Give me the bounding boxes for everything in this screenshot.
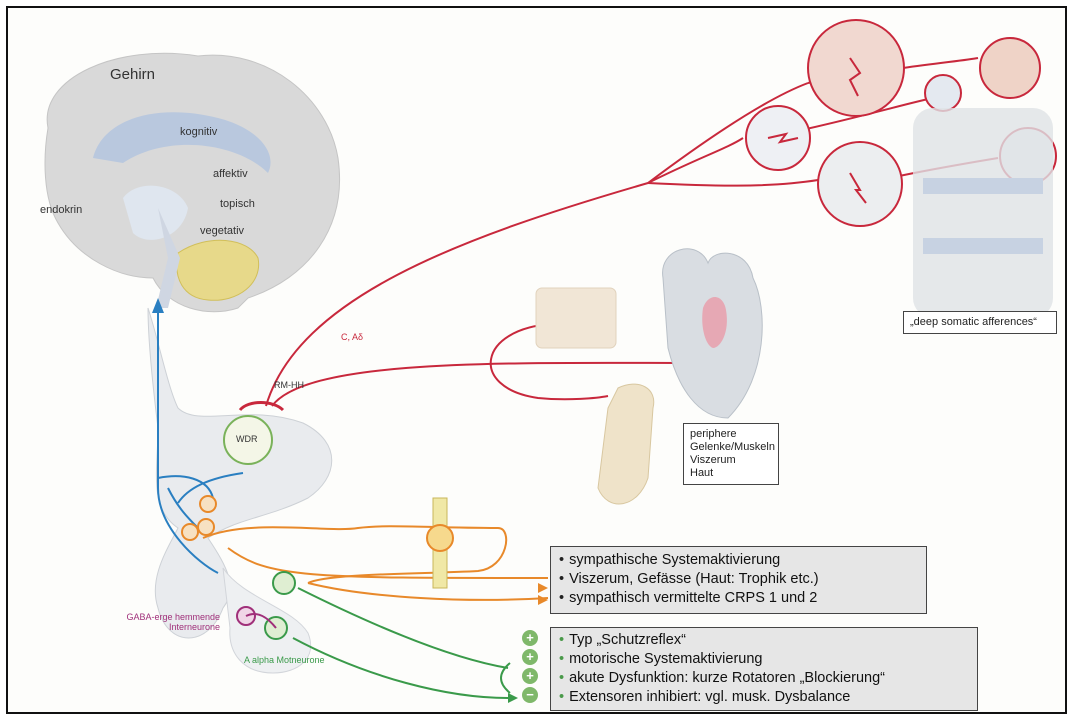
sympathetic-item: •Viszerum, Gefässe (Haut: Trophik etc.) bbox=[559, 570, 918, 589]
sympathetic-item: •sympathische Systemaktivierung bbox=[559, 551, 918, 570]
motor-box: •Typ „Schutzreflex“ •motorische Systemak… bbox=[550, 627, 978, 711]
plus-icon: + bbox=[522, 630, 538, 646]
joint-illustration bbox=[598, 384, 654, 504]
sympathetic-box: •sympathische Systemaktivierung •Viszeru… bbox=[550, 546, 927, 614]
brain-label-endokrin: endokrin bbox=[40, 204, 82, 216]
brain-illustration bbox=[45, 53, 340, 311]
gaba-label: GABA-erge hemmende Interneurone bbox=[80, 612, 220, 632]
motor-item: •akute Dysfunktion: kurze Rotatoren „Blo… bbox=[559, 669, 969, 688]
fiber-label-c-adelta: C, Aδ bbox=[341, 332, 363, 342]
motor-item: •motorische Systemaktivierung bbox=[559, 650, 969, 669]
brain-label-affektiv: affektiv bbox=[213, 168, 248, 180]
deep-afferences-label: „deep somatic afferences“ bbox=[910, 316, 1037, 328]
brain-label-kognitiv: kognitiv bbox=[180, 126, 217, 138]
peripheral-line: periphere bbox=[690, 428, 772, 441]
sign-column: + + + − bbox=[522, 630, 538, 703]
brain-label-topisch: topisch bbox=[220, 198, 255, 210]
skin-illustration bbox=[536, 288, 616, 348]
afferent-fibers bbox=[266, 58, 998, 406]
fiber-label-rm-hh: RM-HH bbox=[274, 380, 304, 390]
motor-item: •Typ „Schutzreflex“ bbox=[559, 631, 969, 650]
plus-icon: + bbox=[522, 668, 538, 684]
deep-afferences-box: „deep somatic afferences“ bbox=[903, 311, 1057, 334]
brain-label-vegetativ: vegetativ bbox=[200, 225, 244, 237]
minus-icon: − bbox=[522, 687, 538, 703]
peripheral-line: Gelenke/Muskeln bbox=[690, 441, 772, 454]
motor-efferents bbox=[293, 588, 510, 698]
peripheral-line: Haut bbox=[690, 467, 772, 480]
motoneuron-1 bbox=[273, 572, 295, 594]
motor-item: •Extensoren inhibiert: vgl. musk. Dysbal… bbox=[559, 688, 969, 707]
diagram-frame: Gehirn kognitiv affektiv endokrin topisc… bbox=[6, 6, 1067, 714]
plus-icon: + bbox=[522, 649, 538, 665]
wdr-label: WDR bbox=[236, 434, 258, 444]
peripheral-line: Viszerum bbox=[690, 454, 772, 467]
peripheral-box: periphere Gelenke/Muskeln Viszerum Haut bbox=[683, 423, 779, 485]
brain-title: Gehirn bbox=[110, 66, 155, 83]
spine-illustration bbox=[913, 108, 1053, 318]
sympathetic-fibers bbox=[203, 526, 548, 600]
sympathetic-item: •sympathisch vermittelte CRPS 1 und 2 bbox=[559, 589, 918, 608]
motoneuron-label: A alpha Motneurone bbox=[244, 655, 325, 665]
